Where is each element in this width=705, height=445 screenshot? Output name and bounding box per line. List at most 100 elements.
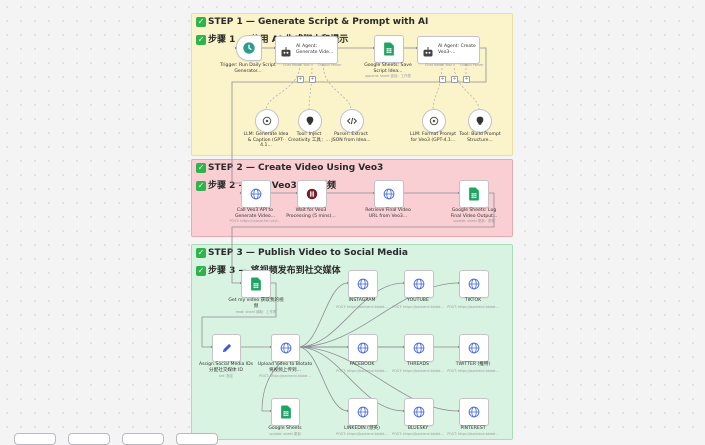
get-video-node[interactable] [241,270,271,298]
retrieve-node[interactable] [374,180,404,208]
facebook-node[interactable] [348,334,378,362]
sheets-icon [280,405,291,419]
tiktok-node[interactable] [459,270,489,298]
sheets-log-node[interactable] [459,180,489,208]
edge-tool-creativity [308,63,313,111]
ai-agent-veo-port-output-parser: Output Parser [460,63,484,67]
tool-creativity-label: Tool: Inject Creativity 工具：... [288,132,330,143]
tool-creativity-node[interactable] [298,109,322,133]
add-tool-button[interactable]: + [451,76,458,83]
think-icon [475,116,485,126]
globe-icon [357,278,369,290]
sticky-step-2-title-zh: 步骤 2 — 使用 Veo3 创建视频 [208,181,336,191]
linkedin-node[interactable] [348,398,378,426]
check-icon: ✓ [196,163,206,173]
edge-llm-idea [265,63,301,111]
instagram-sub: POST: https://backend.blotat... [336,305,388,309]
pinterest-node[interactable] [459,398,489,426]
sheets-icon [469,187,479,201]
globe-icon [468,342,480,354]
edge-upload-pinterest [297,346,460,412]
facebook-sub: POST: https://backend.blotat... [336,369,388,373]
ai-agent-script-node[interactable]: AI Agent: Generate Vide... [275,36,338,64]
robot-icon [280,43,292,62]
youtube-label: YOUTUBE [407,298,429,303]
trigger-node[interactable] [236,35,262,61]
sheets-save-sub: append: sheet 追加：工作表 [365,74,411,78]
edge-parser-json [322,63,352,111]
llm-format-node[interactable] [422,109,446,133]
wait-node[interactable] [297,180,327,208]
assign-ids-node[interactable] [212,334,241,362]
edge-agent-call [231,47,487,184]
twitter-sub: POST: https://backend.blotat... [447,369,499,373]
sticky-step-3-title-zh: 步骤 3 — 将视频发布到社交媒体 [208,266,341,276]
edge-llm-format [432,63,443,111]
edge-upload-bluesky [297,346,405,412]
sticky-step-3-title: ✓STEP 3 — Publish Video to Social Media [196,248,408,258]
add-tool-button[interactable]: + [309,76,316,83]
sticky-step-1-title-en: STEP 1 — Generate Script & Prompt with A… [208,17,429,27]
pencil-icon [221,343,232,354]
edge-upload-tiktok [297,282,460,348]
assign-ids-label: Assign Social Media IDs 分配社交媒体 ID [198,362,254,373]
pause-icon [306,188,318,200]
sheets-icon [251,277,261,291]
tool-structure-node[interactable] [468,109,492,133]
sheets-log-label: Google Sheets: Log Final Video Output... [450,208,498,219]
instagram-label: INSTAGRAM [348,298,376,303]
globe-icon [357,342,369,354]
edge-get-assign [201,282,277,348]
pinterest-sub: POST: https://backend.blotat... [447,432,499,436]
linkedin-label: LINKEDIN (领英) [344,426,380,431]
wait-label: Wait for Veo3 Processing (5 mins)... [286,208,336,219]
globe-icon [413,342,425,354]
globe-icon [383,188,395,200]
bluesky-sub: POST: https://backend.blotat... [392,432,444,436]
clock-icon [243,42,256,55]
globe-icon [250,188,262,200]
sticky-step-2-subtitle: ✓步骤 2 — 使用 Veo3 创建视频 [196,178,336,191]
assign-ids-sub: set: 指定 [218,374,234,378]
add-output-parser-button[interactable]: + [463,76,470,83]
ai-agent-script-port-output-parser: Output Parser [318,63,342,67]
threads-node[interactable] [404,334,434,362]
llm-idea-node[interactable] [255,109,279,133]
llm-format-label: LLM: Format Prompt for Veo3 (GPT-4.1... [409,132,457,143]
reset-zoom-button[interactable] [176,433,218,445]
sheets-log-sub: update: sheet 更新：表格 [453,219,495,223]
youtube-node[interactable] [404,270,434,298]
globe-icon [357,406,369,418]
trigger-node-label: Trigger: Run Daily Script Generator... [220,63,276,74]
upload-video-label: Upload Video to Blotato 将视频上传到... [257,362,313,373]
add-chat-model-button[interactable]: + [439,76,446,83]
parser-json-node[interactable] [340,109,364,133]
sticky-step-2-title-en: STEP 2 — Create Video Using Veo3 [208,163,384,173]
sheets-final-node[interactable] [271,398,300,426]
ai-agent-veo-port-tool: Tool [445,63,452,67]
think-icon [305,116,315,126]
facebook-label: FACEBOOK [349,362,375,367]
instagram-node[interactable] [348,270,378,298]
sticky-step-2-title: ✓STEP 2 — Create Video Using Veo3 [196,163,383,173]
upload-video-node[interactable] [271,334,300,362]
bluesky-node[interactable] [404,398,434,426]
llm-idea-label: LLM: Generate Idea & Caption (GPT-4.1... [243,132,289,149]
add-chat-model-button[interactable]: + [297,76,304,83]
openai-icon [429,116,439,126]
sheets-save-node[interactable] [374,35,404,63]
pinterest-label: PINTEREST [460,426,486,431]
zoom-out-button[interactable] [122,433,164,445]
get-video-sub: read: sheet 读取：工作表 [235,310,277,314]
ai-agent-veo-node[interactable]: AI Agent: Create Veo3-... [417,36,480,64]
globe-icon [468,406,480,418]
tiktok-sub: POST: https://backend.blotat... [447,305,499,309]
retrieve-label: Retrieve Final Video URL from Veo3... [365,208,411,219]
call-veo3-node[interactable] [241,180,271,208]
tiktok-label: TIKTOK [464,298,482,303]
ai-agent-veo-label: AI Agent: Create Veo3-... [438,44,476,55]
ai-agent-script-port-tool: Tool [303,63,310,67]
twitter-node[interactable] [459,334,489,362]
zoom-to-fit-button[interactable] [14,433,56,445]
zoom-in-button[interactable] [68,433,110,445]
